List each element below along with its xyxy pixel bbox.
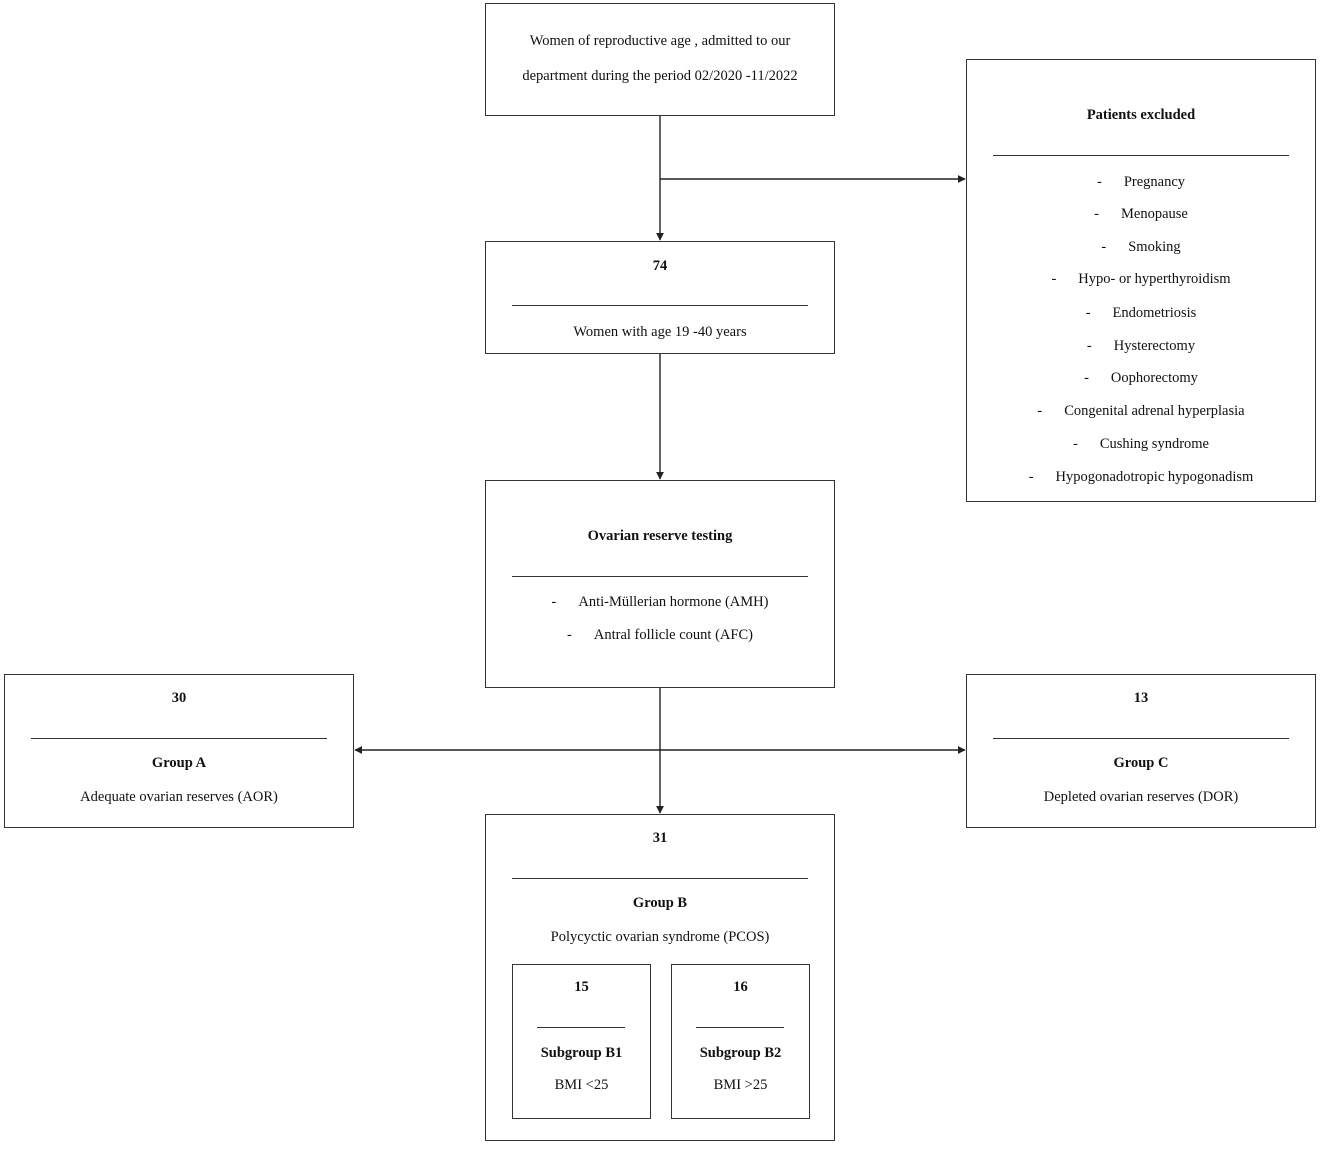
subgroup-b1-name: Subgroup B1 [540,1045,623,1061]
excluded-item: -Congenital adrenal hyperplasia [1037,403,1245,419]
group-c-box: 13 Group C Depleted ovarian reserves (DO… [966,674,1316,828]
included-count: 74 [652,258,668,274]
excluded-item: -Hypo- or hyperthyroidism [1051,271,1231,287]
testing-item: -Antral follicle count (AFC) [567,627,753,643]
testing-divider [512,576,808,577]
testing-box: Ovarian reserve testing -Anti-Müllerian … [485,480,835,688]
excluded-box: Patients excluded -Pregnancy -Menopause … [966,59,1316,502]
excluded-item: -Oophorectomy [1084,370,1198,386]
subgroup-b1-box: 15 Subgroup B1 BMI <25 [512,964,651,1119]
excluded-item: -Endometriosis [1085,305,1197,321]
subgroup-b1-desc: BMI <25 [554,1077,609,1093]
subgroup-b1-count: 15 [574,979,589,995]
group-b-desc: Polycyctic ovarian syndrome (PCOS) [550,929,770,945]
group-a-count: 30 [171,690,187,706]
subgroup-b2-desc: BMI >25 [713,1077,768,1093]
start-box: Women of reproductive age , admitted to … [485,3,835,116]
excluded-item: -Hypogonadotropic hypogonadism [1028,469,1254,485]
subgroup-b1-divider [537,1027,625,1028]
excluded-item: -Hysterectomy [1086,338,1196,354]
group-b-count: 31 [652,830,668,846]
group-a-box: 30 Group A Adequate ovarian reserves (AO… [4,674,354,828]
group-c-desc: Depleted ovarian reserves (DOR) [1043,789,1239,805]
testing-title: Ovarian reserve testing [587,528,733,544]
subgroup-b2-divider [696,1027,784,1028]
included-divider [512,305,808,306]
group-b-divider [512,878,808,879]
group-c-divider [993,738,1289,739]
excluded-item: -Pregnancy [1096,174,1186,190]
group-a-divider [31,738,327,739]
group-c-name: Group C [1113,755,1169,771]
included-box: 74 Women with age 19 -40 years [485,241,835,354]
subgroup-b2-count: 16 [733,979,748,995]
group-b-name: Group B [632,895,688,911]
group-c-count: 13 [1133,690,1149,706]
excluded-item: -Cushing syndrome [1073,436,1209,452]
excluded-title: Patients excluded [1086,107,1196,123]
testing-item: -Anti-Müllerian hormone (AMH) [551,594,769,610]
included-label: Women with age 19 -40 years [573,324,747,340]
excluded-item: -Menopause [1094,206,1188,222]
subgroup-b2-name: Subgroup B2 [699,1045,782,1061]
start-box-line1: Women of reproductive age , admitted to … [529,33,791,49]
group-a-name: Group A [151,755,207,771]
group-b-box: 31 Group B Polycyctic ovarian syndrome (… [485,814,835,1141]
subgroup-b2-box: 16 Subgroup B2 BMI >25 [671,964,810,1119]
excluded-divider [993,155,1289,156]
start-box-line2: department during the period 02/2020 -11… [522,68,798,84]
excluded-item: -Smoking [1101,239,1181,255]
group-a-desc: Adequate ovarian reserves (AOR) [80,789,278,805]
